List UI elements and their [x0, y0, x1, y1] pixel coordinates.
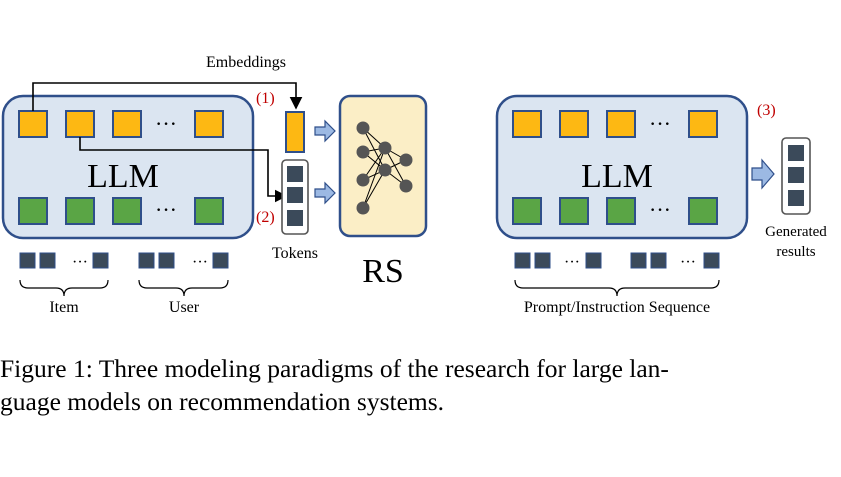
embedding-square	[194, 110, 224, 138]
result-token	[788, 167, 804, 183]
prompt-token	[630, 252, 647, 269]
embedding-square	[606, 110, 636, 138]
output-square	[559, 197, 589, 225]
token-square	[287, 210, 303, 226]
embedding-square	[688, 110, 718, 138]
block-arrow-right	[751, 158, 775, 190]
prompt-token	[514, 252, 531, 269]
ellipsis: ···	[564, 254, 580, 271]
embeddings-label: Embeddings	[206, 54, 286, 71]
marker-3: (3)	[757, 102, 776, 119]
prompt-token	[703, 252, 720, 269]
token-square	[287, 187, 303, 203]
item-token	[39, 252, 56, 269]
ellipsis: ···	[155, 197, 177, 222]
output-square	[194, 197, 224, 225]
user-label: User	[169, 299, 200, 316]
left-paradigm: Embeddings LLM ··· ··· (1) (2) Tokens	[1, 54, 428, 316]
block-arrow-right	[314, 119, 336, 143]
caption-line-1: Figure 1: Three modeling paradigms of th…	[0, 354, 669, 383]
output-square	[112, 197, 142, 225]
ellipsis: ···	[192, 254, 208, 271]
rs-label: RS	[362, 253, 404, 290]
result-token	[788, 190, 804, 206]
output-square	[688, 197, 718, 225]
user-token	[158, 252, 175, 269]
ellipsis: ···	[649, 197, 671, 222]
user-token	[212, 252, 229, 269]
marker-1: (1)	[256, 90, 275, 107]
token-square	[287, 166, 303, 182]
item-token	[92, 252, 109, 269]
user-token	[138, 252, 155, 269]
figure-caption: Figure 1: Three modeling paradigms of th…	[0, 352, 841, 418]
embedding-square	[512, 110, 542, 138]
generated-label-line2: results	[776, 244, 815, 260]
output-square	[65, 197, 95, 225]
llm-label-left: LLM	[87, 158, 159, 195]
embeddings-arrow	[32, 82, 303, 111]
item-brace	[19, 279, 109, 297]
generated-label-line1: Generated	[765, 224, 827, 240]
ellipsis: ···	[680, 254, 696, 271]
output-square	[18, 197, 48, 225]
tokens-arrow	[79, 137, 288, 203]
llm-label-right: LLM	[581, 158, 653, 195]
prompt-token	[650, 252, 667, 269]
ellipsis: ···	[72, 254, 88, 271]
prompt-token	[534, 252, 551, 269]
embedding-square	[18, 110, 48, 138]
figure-diagram: Embeddings LLM ··· ··· (1) (2) Tokens	[1, 54, 827, 316]
block-arrow-right	[314, 181, 336, 205]
user-brace	[138, 279, 229, 297]
output-square	[512, 197, 542, 225]
right-paradigm: LLM ··· ··· (3) Generated results ··· ··…	[495, 94, 827, 316]
output-square	[606, 197, 636, 225]
prompt-brace	[514, 279, 720, 297]
prompt-label: Prompt/Instruction Sequence	[524, 299, 710, 316]
item-token	[19, 252, 36, 269]
ellipsis: ···	[649, 111, 671, 136]
embedding-square	[559, 110, 589, 138]
embedding-vector	[285, 111, 305, 153]
embedding-square	[112, 110, 142, 138]
ellipsis: ···	[155, 111, 177, 136]
marker-2: (2)	[256, 209, 275, 226]
embedding-square	[65, 110, 95, 138]
caption-line-2: guage models on recommendation systems.	[0, 387, 445, 416]
result-token	[788, 145, 804, 161]
item-label: Item	[49, 299, 79, 316]
tokens-label: Tokens	[272, 245, 318, 262]
prompt-token	[585, 252, 602, 269]
